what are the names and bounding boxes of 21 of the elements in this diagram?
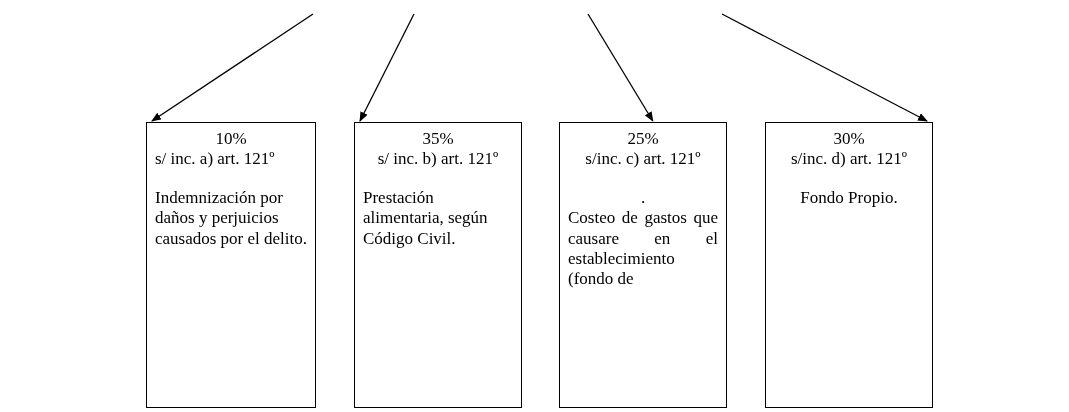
article-reference: s/ inc. b) art. 121º (376, 149, 500, 170)
description: Indemnización por daños y perjuicios causados por el delito. (155, 187, 307, 249)
percentage: 10% (214, 129, 248, 150)
text-box (354, 122, 522, 408)
arrow (587, 13, 654, 122)
text-box (559, 122, 727, 408)
text-box (765, 122, 933, 408)
description: Fondo Propio. (799, 187, 899, 209)
description: Prestación alimentaria, según Código Civil. (363, 187, 489, 249)
article-reference: s/inc. d) art. 121º (789, 149, 909, 170)
percentage: 35% (421, 129, 455, 150)
article-reference: s/inc. c) art. 121º (584, 149, 702, 170)
description: Costeo de gastos que causare en el establecimiento (fondo de (568, 208, 718, 290)
dot-mark: . (639, 187, 647, 209)
arrow (721, 13, 928, 122)
percentage: 30% (832, 129, 866, 150)
arrow (359, 13, 415, 122)
percentage: 25% (626, 129, 660, 150)
arrow (151, 13, 314, 122)
article-reference: s/ inc. a) art. 121º (155, 149, 276, 170)
text-box (146, 122, 316, 408)
